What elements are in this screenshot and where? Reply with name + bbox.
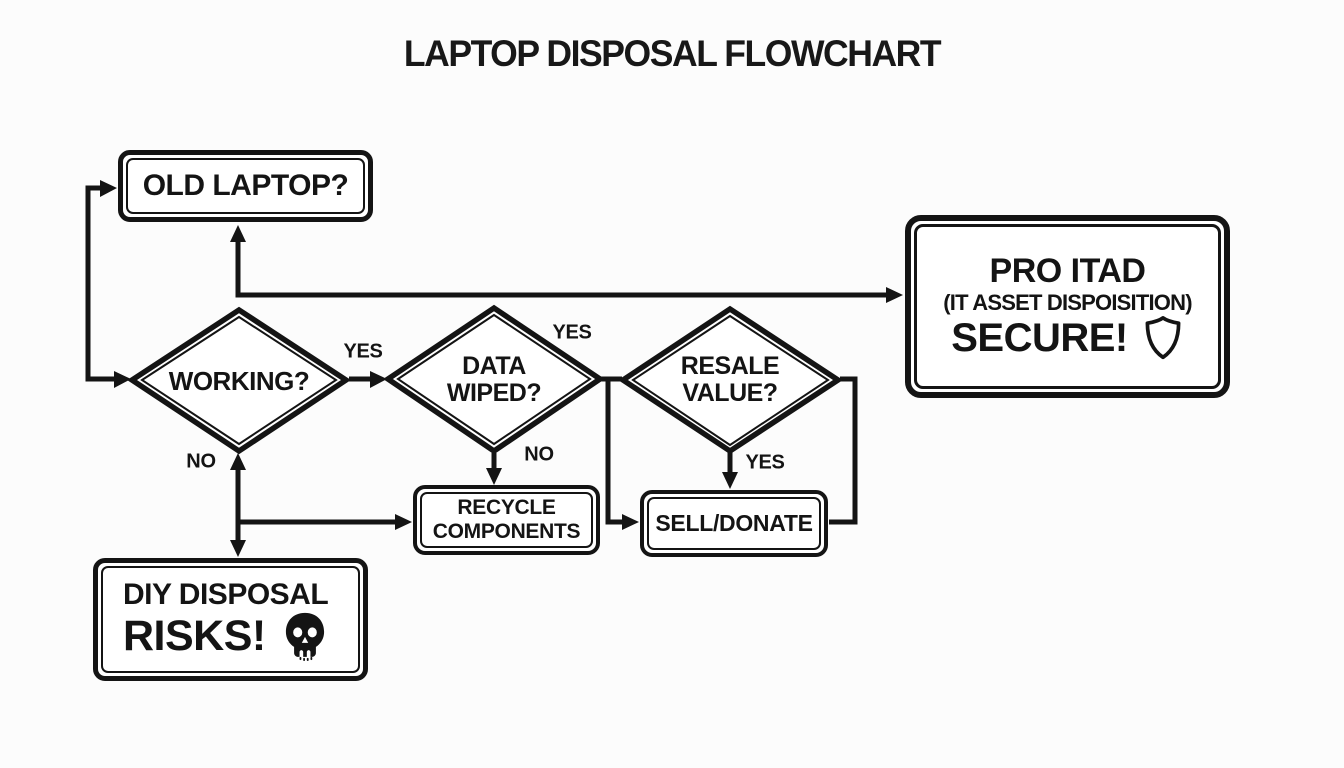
edge-label-working-yes: YES: [343, 340, 383, 363]
recycle-line2: COMPONENTS: [432, 520, 581, 543]
arrowhead-into-sell-top: [722, 472, 738, 489]
data-wiped-line2: WIPED?: [446, 379, 542, 407]
arrowhead-into-pro-itad: [886, 287, 903, 303]
arrowhead-into-diy: [230, 540, 246, 557]
arrowhead-into-data-wiped: [370, 371, 387, 388]
node-recycle-components: RECYCLE COMPONENTS: [413, 485, 600, 555]
resale-line1: RESALE: [680, 351, 780, 380]
pro-itad-line3: SECURE!: [951, 315, 1128, 360]
resale-line2: VALUE?: [682, 379, 778, 407]
edge-drop-to-sell: [605, 379, 624, 525]
decision-working: [127, 306, 351, 455]
arrowhead-into-recycle-left: [395, 514, 412, 530]
page-title: LAPTOP DISPOSAL FLOWCHART: [403, 33, 942, 74]
node-data-wiped-label: DATA WIPED?: [409, 345, 579, 415]
arrowhead-into-old-laptop-bottom: [230, 225, 246, 242]
decision-resale-value: [618, 305, 844, 455]
edge-label-data-wiped-yes: YES: [552, 321, 592, 344]
arrowhead-into-sell-left: [622, 514, 639, 530]
edge-resale-right-loop: [829, 376, 858, 525]
recycle-line1: RECYCLE: [457, 496, 556, 520]
data-wiped-line1: DATA: [462, 351, 526, 380]
node-old-laptop-label: OLD LAPTOP?: [142, 169, 349, 203]
edge-label-working-no: NO: [186, 450, 216, 473]
node-diy-disposal-risks: DIY DISPOSAL RISKS!: [93, 558, 368, 681]
node-sell-donate: SELL/DONATE: [640, 490, 828, 557]
pro-itad-line2: (IT ASSET DISPOISITION): [943, 289, 1192, 315]
arrowhead-into-recycle-top: [486, 468, 502, 485]
sell-donate-label: SELL/DONATE: [655, 509, 813, 536]
node-old-laptop: OLD LAPTOP?: [118, 150, 373, 222]
edge-label-resale-yes: YES: [745, 451, 785, 474]
node-working-label: WORKING?: [168, 365, 310, 396]
skull-icon: [282, 611, 328, 662]
edge-label-data-wiped-no: NO: [524, 443, 554, 466]
diy-line1: DIY DISPOSAL: [123, 577, 329, 611]
diy-line2: RISKS!: [123, 612, 266, 661]
arrowhead-into-working-left: [114, 371, 131, 388]
node-pro-itad: PRO ITAD (IT ASSET DISPOISITION) SECURE!: [905, 215, 1230, 398]
edge-to-pro-itad: [235, 240, 888, 298]
node-resale-value-label: RESALE VALUE?: [645, 345, 815, 415]
pro-itad-line1: PRO ITAD: [989, 251, 1146, 290]
arrowhead-into-old-laptop-left: [100, 180, 117, 197]
arrowhead-into-working-bottom: [230, 453, 246, 470]
shield-icon: [1142, 315, 1184, 361]
decision-data-wiped: [383, 304, 605, 455]
edge-left-loop: [85, 185, 116, 382]
